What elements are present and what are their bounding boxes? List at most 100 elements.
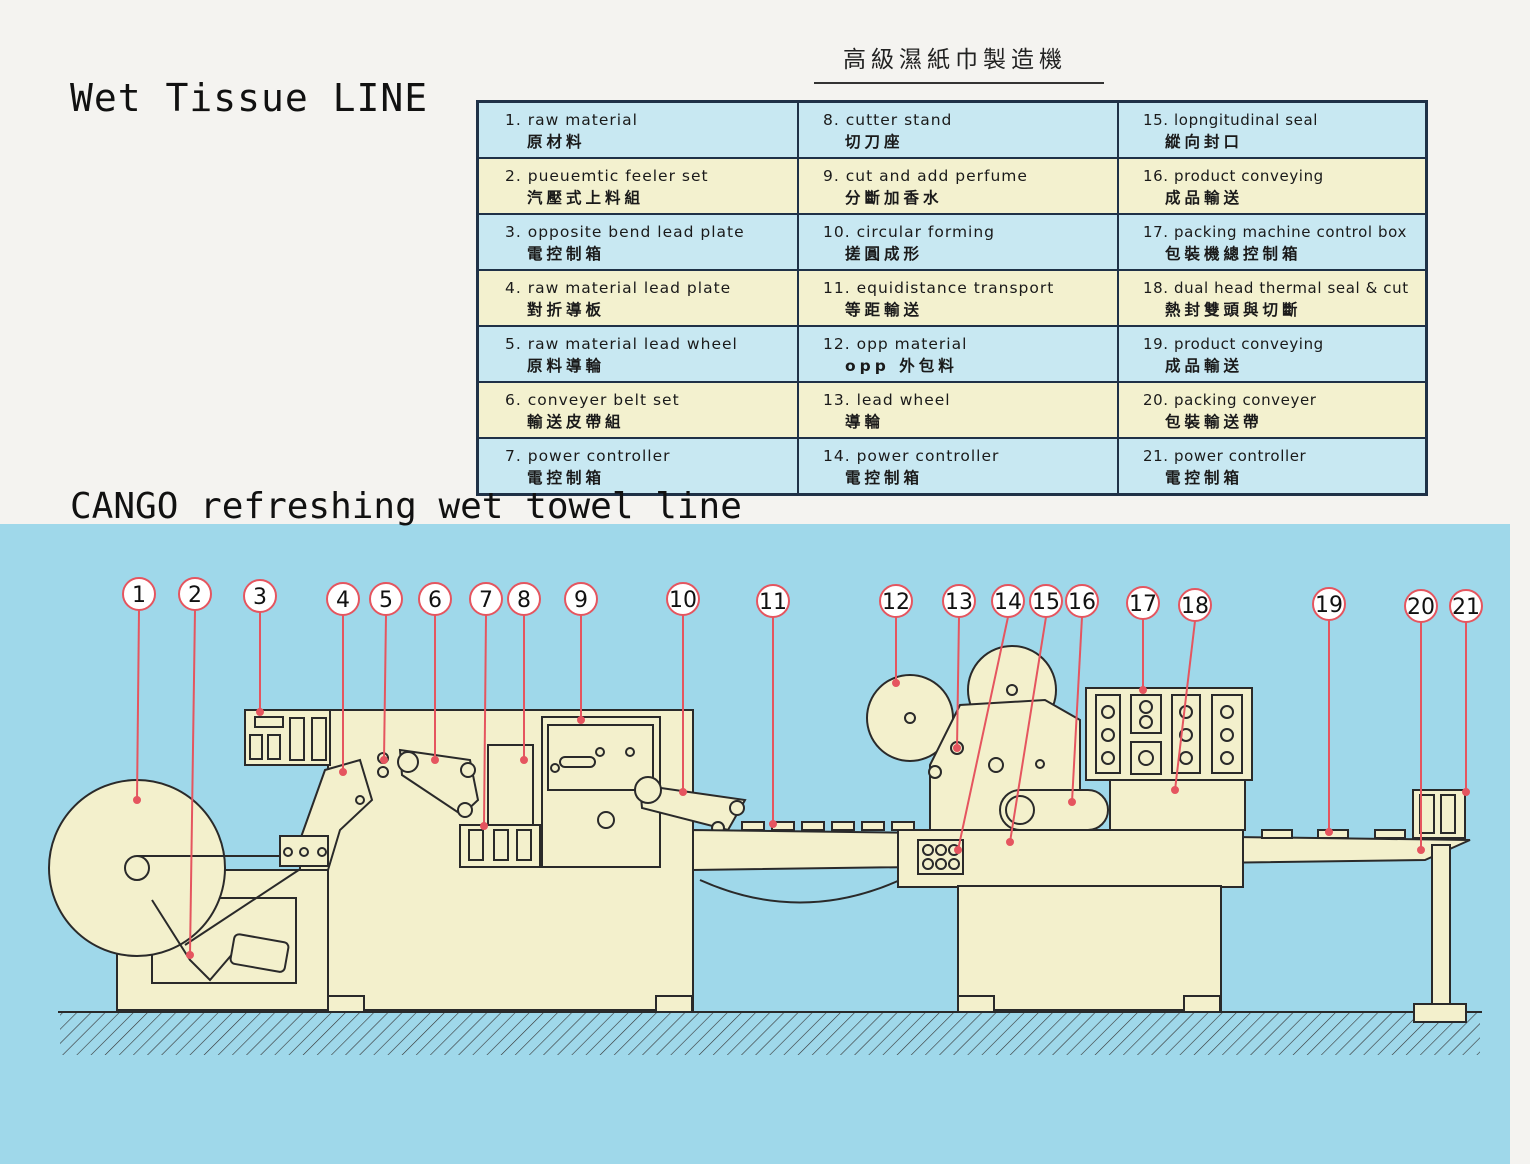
callout-number: 13 — [945, 590, 973, 615]
legend-item-label: packing machine control box — [1174, 223, 1407, 241]
legend-item-english: 13. lead wheel — [823, 389, 1113, 411]
callout-circle — [1126, 586, 1160, 620]
leader-line — [136, 609, 140, 801]
legend-item-label: pueuemtic feeler set — [527, 167, 709, 185]
end-stand-foot — [1413, 1003, 1467, 1023]
legend-item: 21. power controller 電控制箱 — [1119, 439, 1425, 493]
belt-set — [397, 748, 480, 818]
callout-number: 7 — [479, 588, 493, 613]
legend-item-chinese: 原材料 — [527, 133, 586, 151]
callout-circle — [1029, 584, 1063, 618]
page-title: Wet Tissue LINE — [70, 76, 429, 120]
leader-dot — [133, 796, 141, 804]
leader-dot — [520, 756, 528, 764]
legend-item-english: 4. raw material lead plate — [505, 277, 793, 299]
leader-dot — [679, 788, 687, 796]
legend-item: 17. packing machine control box 包裝機總控制箱 — [1119, 215, 1425, 269]
leader-dot — [1325, 828, 1333, 836]
leader-line — [189, 609, 196, 956]
legend-item-english: 3. opposite bend lead plate — [505, 221, 793, 243]
leader-dot — [1417, 846, 1425, 854]
legend-item: 5. raw material lead wheel 原料導輪 — [479, 327, 797, 381]
callout-number: 5 — [379, 588, 393, 613]
callout-number: 18 — [1181, 594, 1209, 619]
legend-item-number: 13. — [823, 391, 851, 409]
machine-body — [48, 645, 1482, 1055]
callout-number: 2 — [188, 583, 202, 608]
legend-item-english: 12. opp material — [823, 333, 1113, 355]
leader-dot — [256, 708, 264, 716]
foot — [327, 995, 365, 1013]
legend-item-chinese: opp 外包料 — [845, 357, 958, 375]
legend-item-english: 5. raw material lead wheel — [505, 333, 793, 355]
legend-item-label: power controller — [1174, 447, 1307, 465]
legend-item-chinese: 包裝機總控制箱 — [1165, 245, 1302, 263]
callout-number: 8 — [517, 588, 531, 613]
callout-circle — [879, 584, 913, 618]
legend-item-number: 21. — [1143, 447, 1169, 465]
legend-item-chinese: 包裝輸送帶 — [1165, 413, 1263, 431]
product-pieces — [741, 821, 1406, 839]
foot — [957, 995, 995, 1013]
legend-item-label: power controller — [856, 447, 1000, 465]
legend-item-english: 11. equidistance transport — [823, 277, 1113, 299]
legend-item-label: lopngitudinal seal — [1174, 111, 1319, 129]
legend-item-number: 8. — [823, 111, 840, 129]
legend-item-label: packing conveyer — [1174, 391, 1317, 409]
callout-circle — [418, 582, 452, 616]
callout-number: 11 — [759, 590, 787, 615]
callout-number: 10 — [669, 588, 697, 613]
callout-number: 19 — [1315, 593, 1343, 618]
foot — [1183, 995, 1221, 1013]
legend-item-label: opp material — [856, 335, 968, 353]
legend-item-english: 14. power controller — [823, 445, 1113, 467]
legend-item-number: 4. — [505, 279, 522, 297]
perfume-roller — [597, 811, 615, 829]
callout-number: 1 — [132, 583, 146, 608]
leader-dot — [186, 951, 194, 959]
legend-item-chinese: 汽壓式上料組 — [527, 189, 645, 207]
legend-item-english: 20. packing conveyer — [1143, 389, 1421, 411]
packing-base — [957, 885, 1222, 1011]
leader-dot — [1171, 786, 1179, 794]
legend-item-number: 1. — [505, 111, 522, 129]
legend-item-chinese: 原料導輪 — [527, 357, 606, 375]
title-underline — [814, 82, 1104, 84]
callout-circle — [326, 582, 360, 616]
chinese-title: 高級濕紙巾製造機 — [843, 47, 1067, 73]
callout-circle — [243, 579, 277, 613]
legend-item-label: cut and add perfume — [845, 167, 1028, 185]
legend-item-number: 7. — [505, 447, 522, 465]
power-controller-7-buttons — [468, 829, 532, 861]
leader-dot — [954, 846, 962, 854]
leader-dot — [577, 716, 585, 724]
legend-item-label: cutter stand — [845, 111, 953, 129]
callout-circle — [369, 582, 403, 616]
leader-dot — [339, 768, 347, 776]
floor-hatching — [60, 1013, 1480, 1055]
end-stand-post — [1431, 844, 1451, 1006]
legend-item-chinese: 電控制箱 — [1165, 469, 1244, 487]
leader-line — [383, 614, 387, 761]
legend-item-number: 17. — [1143, 223, 1169, 241]
legend-item-english: 7. power controller — [505, 445, 793, 467]
legend-item-chinese: 電控制箱 — [527, 245, 606, 263]
legend-item: 4. raw material lead plate 對折導板 — [479, 271, 797, 325]
leader-dot — [769, 820, 777, 828]
longitudinal-seal-belt — [999, 789, 1109, 831]
legend-item-chinese: 輸送皮帶組 — [527, 413, 625, 431]
legend-item-chinese: 對折導板 — [527, 301, 606, 319]
callout-circle — [1178, 588, 1212, 622]
legend-item-number: 12. — [823, 335, 851, 353]
legend-item-label: lead wheel — [856, 391, 951, 409]
diagram-subtitle: CANGO refreshing wet towel line — [70, 486, 742, 527]
callout-circle — [564, 582, 598, 616]
leader-dot — [1006, 838, 1014, 846]
legend-item-english: 19. product conveying — [1143, 333, 1421, 355]
